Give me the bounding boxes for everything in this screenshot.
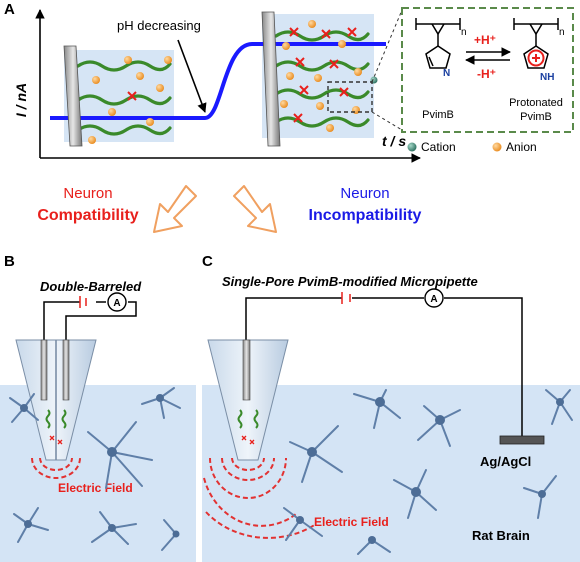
tissue-label: Rat Brain <box>472 528 530 543</box>
plus-glyph <box>532 54 540 62</box>
neurons-b <box>9 387 181 551</box>
incompat-line1: Neuron <box>340 185 389 202</box>
field-label-c: Electric Field <box>314 515 389 529</box>
polymer-brushes-low <box>76 60 172 136</box>
panel-b-title: Double-Barreled <box>40 279 142 294</box>
electrode-b-left <box>40 339 48 401</box>
current-trace <box>50 42 374 120</box>
outcome-arrows: Neuron Compatibility Neuron Incompatibil… <box>37 185 422 233</box>
zoom-line-bottom <box>371 111 403 131</box>
panel-b: B Double-Barreled A Electric Field <box>0 253 196 562</box>
panel-c-title: Single-Pore PvimB-modified Micropipette <box>222 274 478 289</box>
pvimb-n-sub: n <box>461 27 467 38</box>
tip-polymer-c <box>237 409 259 429</box>
zoom-line-top <box>371 9 403 83</box>
ammeter-b <box>107 292 127 312</box>
pvimb-structure <box>415 18 461 69</box>
zoom-box <box>327 81 373 113</box>
tip-protons-c <box>241 435 255 445</box>
protonated-nh-atom: NH <box>540 72 554 83</box>
incompat-line2: Incompatibility <box>309 207 422 224</box>
field-lines-b <box>31 457 81 479</box>
field-label-b: Electric Field <box>58 481 133 495</box>
forward-label: +H⁺ <box>474 33 496 47</box>
electrode-c <box>242 339 251 401</box>
incompat-arrow-icon <box>233 185 277 233</box>
panel-a-label: A <box>4 1 15 18</box>
panel-a: A I / nA t / s pH decreasing <box>4 1 574 163</box>
compat-line2: Compatibility <box>37 207 138 224</box>
cation-legend-icon <box>407 142 417 152</box>
field-lines-c <box>203 457 317 539</box>
anion-legend-label: Anion <box>506 140 537 154</box>
pipette-wall-high <box>261 11 281 147</box>
circuit-c <box>245 292 523 436</box>
y-axis-label: I / nA <box>13 83 29 117</box>
pvimb-name: PvimB <box>422 109 454 121</box>
electrode-b-right <box>62 339 70 401</box>
compat-line1: Neuron <box>63 185 112 202</box>
protonated-sites-low <box>127 91 137 101</box>
reference-electrode <box>499 435 545 445</box>
ph-annotation: pH decreasing <box>117 18 201 33</box>
protonated-name-line2: PvimB <box>520 111 552 123</box>
ammeter-c <box>424 288 444 308</box>
circuit-b <box>43 296 137 350</box>
protonated-n-sub: n <box>559 27 565 38</box>
cation-legend-label: Cation <box>421 140 456 154</box>
pvimb-n-atom: N <box>443 68 450 79</box>
protonated-name-line1: Protonated <box>509 97 563 109</box>
protonated-pvimb-structure <box>513 18 559 69</box>
reaction-inset <box>401 7 574 133</box>
panel-b-label: B <box>4 253 15 270</box>
ph-arrow <box>177 39 207 113</box>
anions-low <box>88 56 172 144</box>
reverse-label: -H⁺ <box>477 67 496 81</box>
pipette-wall-low <box>63 45 83 147</box>
tip-polymer-b <box>45 409 67 429</box>
ammeter-b-label: A <box>113 298 120 309</box>
panel-c-label: C <box>202 253 213 270</box>
compat-arrow-icon <box>153 185 197 233</box>
ammeter-c-label: A <box>430 294 437 305</box>
electrode-label: Ag/AgCl <box>480 454 531 469</box>
x-axis-label: t / s <box>382 133 406 149</box>
anion-legend-icon <box>492 142 502 152</box>
tip-protons-b <box>49 435 63 445</box>
neuron-somas-b <box>20 394 180 538</box>
protonated-sites-high <box>289 27 357 123</box>
neuron-somas-c <box>296 397 564 544</box>
panel-c: C Single-Pore PvimB-modified Micropipett… <box>202 253 580 562</box>
